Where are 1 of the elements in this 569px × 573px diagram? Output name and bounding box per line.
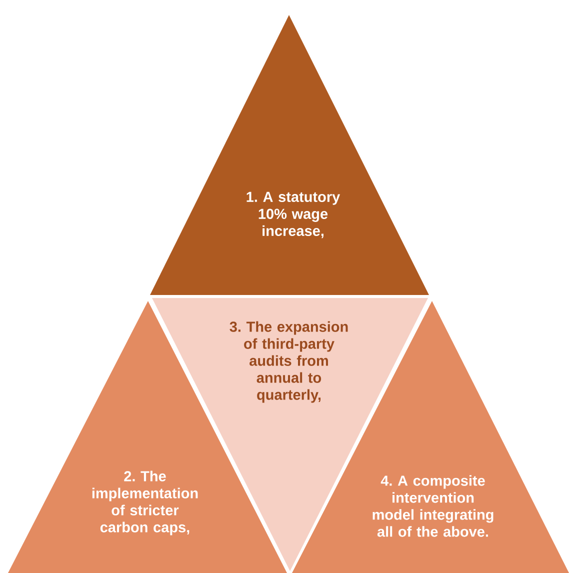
triangle: 1. A statutory 10% wage increase, [150,15,429,295]
